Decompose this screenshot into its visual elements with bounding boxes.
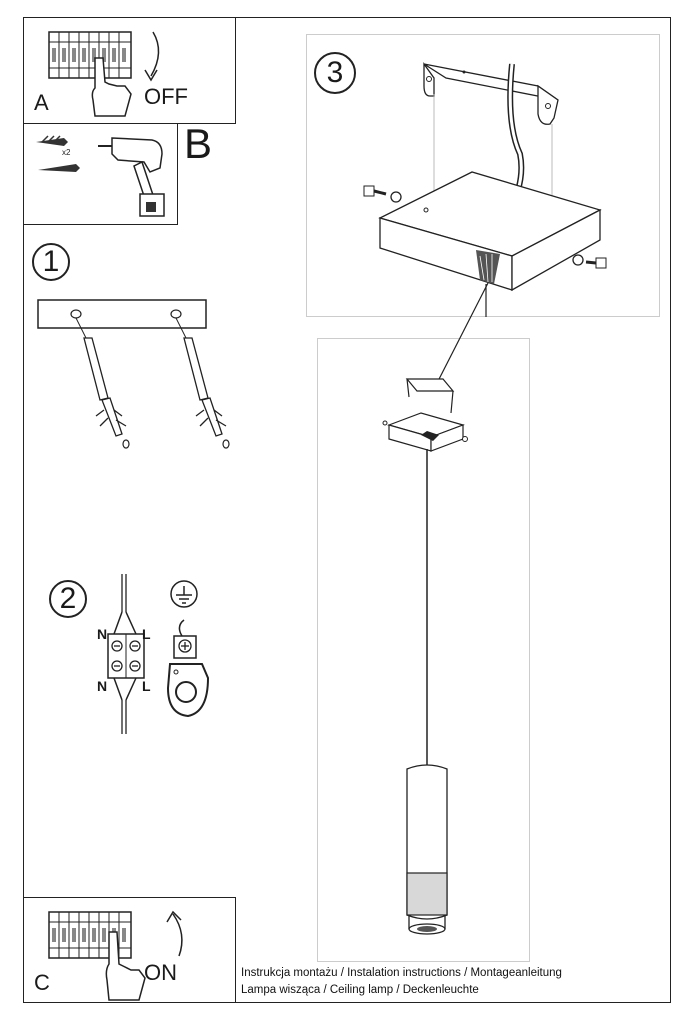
terminal-block-wiring-illustration xyxy=(107,574,145,734)
wire-neutral-top-label: N xyxy=(97,626,108,642)
panel-a: A OFF xyxy=(23,17,236,124)
anchor-and-screw-icon xyxy=(36,135,80,172)
product-type-label: Lampa wisząca / Ceiling lamp / Deckenleu… xyxy=(241,984,479,996)
instructions-title: Instrukcja montażu / Instalation instruc… xyxy=(241,967,562,979)
panel-b: x2 B xyxy=(23,120,212,225)
wire-live-bottom-label: L xyxy=(142,678,151,694)
wire-neutral-bottom-label: N xyxy=(97,678,108,694)
breaker-switch-off-illustration xyxy=(48,31,160,117)
step-3-badge: 3 xyxy=(314,52,356,94)
panel-b-letter: B xyxy=(184,120,213,167)
switch-off-label: OFF xyxy=(144,84,188,109)
panel-c-letter: C xyxy=(34,970,50,995)
step-1-ceiling-drilling-illustration xyxy=(37,299,230,449)
earth-terminal-illustration xyxy=(166,580,210,718)
pendant-lamp-illustration xyxy=(382,282,489,935)
step-1-badge: 1 xyxy=(32,243,70,281)
step-2-badge: 2 xyxy=(49,580,87,618)
switch-on-label: ON xyxy=(144,960,177,985)
anchor-count-label: x2 xyxy=(62,148,71,157)
wire-live-top-label: L xyxy=(142,626,151,642)
panel-a-letter: A xyxy=(34,90,49,115)
drill-icon xyxy=(98,137,165,217)
page-frame xyxy=(23,17,671,1003)
canopy-mounting-illustration xyxy=(363,61,607,317)
breaker-switch-on-illustration xyxy=(48,910,183,1001)
panel-c: C ON xyxy=(23,897,236,1003)
